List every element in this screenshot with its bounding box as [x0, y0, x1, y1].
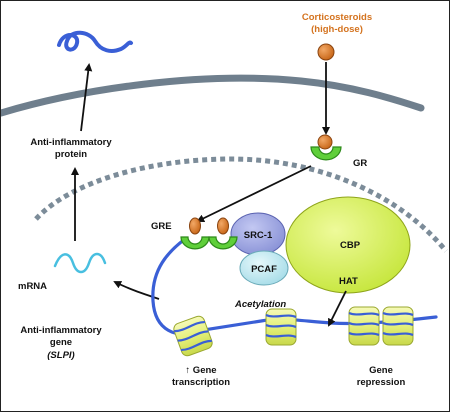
- transcription-arrow: [113, 281, 160, 300]
- protein-label: protein: [55, 149, 87, 160]
- gr-label: GR: [353, 158, 367, 169]
- nucleosome-cluster-repression: [348, 306, 414, 346]
- transcription-label: transcription: [172, 377, 230, 388]
- high-dose-label: (high-dose): [311, 24, 363, 35]
- gene-repression-label: Gene: [369, 365, 393, 376]
- hat-label: HAT: [339, 276, 358, 287]
- nuclear-membrane: [34, 156, 448, 253]
- pcaf-label: PCAF: [251, 264, 277, 275]
- corticosteroids-label: Corticosteroids: [302, 12, 372, 23]
- gene-transcription-label: ↑ Gene: [185, 365, 216, 376]
- gr-receptor-complex: [310, 134, 342, 161]
- corticosteroid-molecule: [317, 43, 335, 61]
- anti-inflammatory-protein-label: Anti-inflammatory: [30, 137, 112, 148]
- gr-dimer-on-gre: [180, 217, 238, 250]
- repression-label: repression: [357, 377, 406, 388]
- nucleosome-2: [265, 308, 297, 346]
- anti-inflammatory-protein-shape: [57, 30, 133, 53]
- acetylation-label: Acetylation: [234, 299, 286, 310]
- cell-membrane: [1, 74, 425, 117]
- protein-secretion-arrow: [80, 63, 93, 132]
- anti-inflammatory-gene-label: Anti-inflammatory: [20, 325, 102, 336]
- mrna-strand: [53, 252, 107, 274]
- pcaf-protein: [239, 250, 289, 286]
- nucleosome-transcription: [173, 315, 213, 357]
- mrna-label: mRNA: [18, 281, 47, 292]
- translocation-arrow: [196, 165, 312, 222]
- gene-label: gene: [50, 337, 72, 348]
- slpi-label: (SLPI): [47, 350, 74, 361]
- hat-acetylation-arrow: [328, 290, 347, 327]
- gre-label: GRE: [151, 221, 172, 232]
- cbp-label: CBP: [340, 240, 361, 251]
- src1-label: SRC-1: [244, 230, 273, 241]
- cbp-protein: [285, 196, 411, 294]
